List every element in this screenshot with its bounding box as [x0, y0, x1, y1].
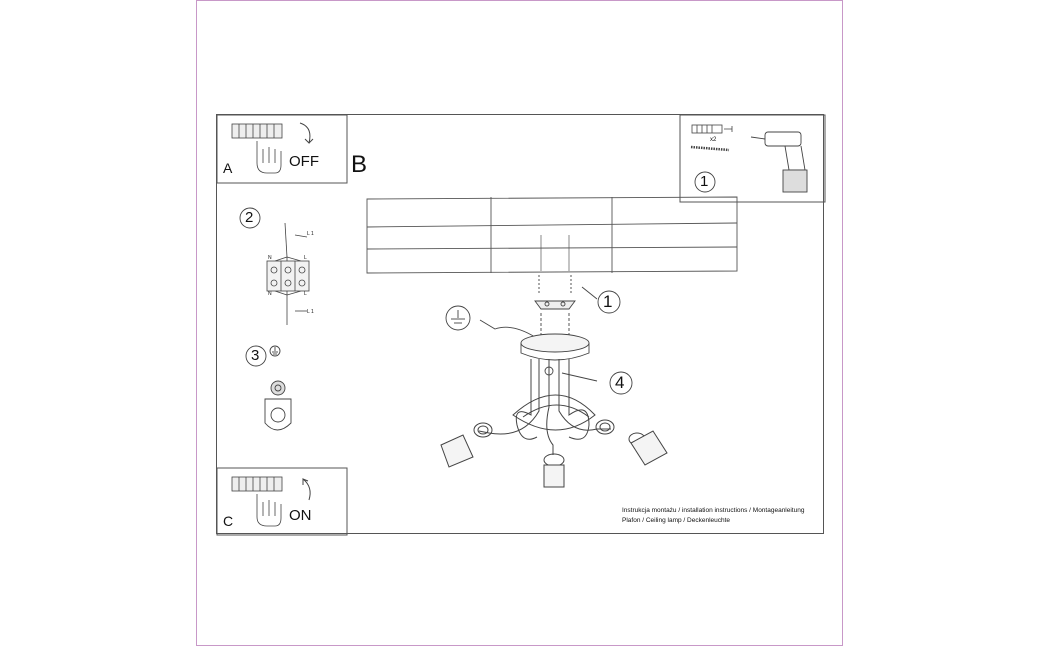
caption-line-2: Plafon / Ceiling lamp / Deckenleuchte	[622, 517, 731, 524]
ground-terminal-icon	[269, 345, 281, 357]
panel-a-off-label: OFF	[289, 153, 319, 170]
screw-quantity: x2	[710, 137, 717, 143]
bulb-socket-left	[440, 422, 493, 468]
step-2-circle	[239, 207, 261, 229]
bulb-socket-right-inner	[595, 419, 615, 435]
mounting-bracket	[534, 275, 598, 335]
sheet-drawing	[216, 114, 826, 536]
panel-a-box	[216, 114, 348, 184]
step-2-label: 2	[245, 209, 254, 226]
earth-clamp-icon	[264, 380, 292, 431]
caption-line-1: Instrukcja montażu / installation instru…	[622, 507, 805, 514]
terminal-n-bottom: N	[268, 291, 272, 297]
terminal-l-bottom: L	[304, 291, 307, 297]
step-4-label: 4	[615, 373, 625, 392]
panel-a-letter: A	[223, 160, 233, 176]
bulb-socket-right	[628, 430, 668, 466]
terminal-hand-icon-off	[231, 123, 283, 174]
tools-panel-box	[679, 114, 826, 203]
ceiling-illustration	[366, 196, 738, 274]
panel-b-letter: B	[351, 151, 368, 178]
step-1-main-circle	[597, 290, 621, 314]
terminal-l1-top: L 1	[307, 231, 314, 237]
ground-symbol-icon	[445, 305, 536, 338]
panel-c-on-label: ON	[289, 507, 312, 524]
panel-c-letter: C	[223, 513, 234, 529]
terminal-hand-icon-on	[231, 476, 283, 527]
step-1-top-label: 1	[700, 173, 709, 190]
bulb-socket-center	[543, 453, 565, 488]
drill-icon	[750, 131, 808, 193]
step-3-circle	[245, 345, 267, 367]
screw-anchor-icon	[690, 124, 733, 152]
curved-arrow-icon-off	[299, 122, 314, 144]
lamp-canopy	[520, 333, 598, 382]
page-frame	[196, 0, 843, 646]
step-1-top-circle	[694, 171, 716, 193]
step-3-label: 3	[251, 347, 260, 364]
terminal-n-top: N	[268, 255, 272, 261]
curved-arrow-icon-on	[302, 477, 311, 501]
panel-c-box	[216, 467, 348, 536]
lamp-arms	[478, 359, 611, 455]
terminal-l-top: L	[304, 255, 307, 261]
terminal-l1-bottom: L 1	[307, 309, 314, 315]
step-4-circle	[609, 371, 633, 395]
wiring-terminal-diagram	[266, 222, 310, 325]
step-1-main-label: 1	[603, 292, 613, 311]
instruction-sheet: A OFF B C ON 1 1 2 3 4 x2 N L L 1 N L L …	[216, 114, 826, 536]
